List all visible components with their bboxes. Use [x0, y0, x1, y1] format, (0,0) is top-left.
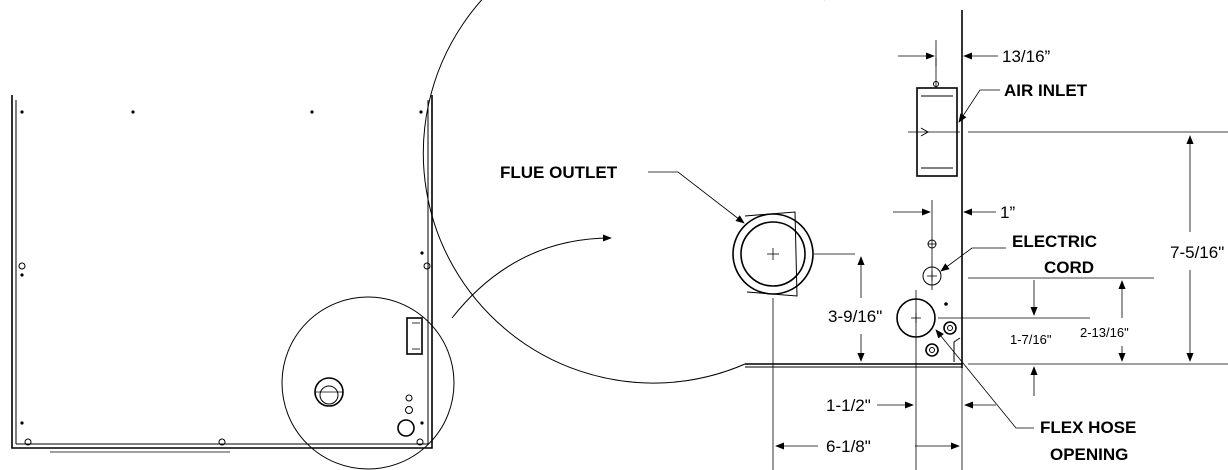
bracket — [953, 337, 961, 362]
flex-hose-opening — [896, 290, 936, 470]
svg-text:OPENING: OPENING — [1050, 445, 1128, 464]
mini-flex-hose — [397, 419, 415, 437]
detail-callout-circle — [281, 296, 455, 470]
panel-screw-dots — [20, 110, 424, 425]
label-flue-outlet: FLUE OUTLET — [500, 163, 745, 224]
label-flex-hose-opening: FLEX HOSE OPENING — [935, 329, 1136, 464]
dim-text-1: 1” — [1000, 203, 1015, 222]
detail-view: 13/16” 1” 7-5/16" 2-13/16" 1-7/1 — [422, 0, 1228, 470]
unit-back-panel — [11, 95, 433, 453]
dim-text-2-13-16: 2-13/16" — [1080, 325, 1129, 340]
mount-hole — [943, 321, 957, 335]
mini-hole — [405, 406, 413, 414]
dimension-13-16: 13/16” — [898, 40, 1051, 66]
svg-text:FLUE OUTLET: FLUE OUTLET — [500, 163, 618, 182]
mini-air-inlet — [406, 317, 423, 355]
dimension-1-1-2: 1-1/2" — [826, 396, 996, 415]
dim-text-6-1-8: 6-1/8" — [826, 437, 871, 456]
screw-dot — [944, 302, 948, 306]
mount-hole — [925, 343, 939, 357]
dimension-1-7-16: 1-7/16" — [938, 280, 1090, 396]
dim-text-1-7-16: 1-7/16" — [1010, 332, 1052, 347]
dim-text-13-16: 13/16” — [1002, 47, 1051, 66]
dimension-1-inch: 1” — [893, 203, 1015, 222]
dimension-2-13-16: 2-13/16" — [968, 277, 1154, 362]
label-electric-cord: ELECTRIC CORD — [940, 232, 1097, 277]
label-air-inlet: AIR INLET — [958, 81, 1088, 123]
svg-text:AIR INLET: AIR INLET — [1004, 81, 1088, 100]
svg-text:FLEX HOSE: FLEX HOSE — [1040, 418, 1136, 437]
dimension-7-5-16: 7-5/16" — [968, 131, 1228, 365]
mini-hole — [405, 394, 413, 402]
mini-flue-outlet — [314, 377, 344, 407]
dim-text-1-1-2: 1-1/2" — [826, 396, 871, 415]
svg-text:CORD: CORD — [1044, 258, 1094, 277]
svg-text:ELECTRIC: ELECTRIC — [1012, 232, 1097, 251]
dim-text-7-5-16: 7-5/16" — [1170, 243, 1224, 262]
electric-cord-opening — [922, 200, 942, 290]
air-inlet-opening — [908, 58, 960, 177]
dim-text-3-9-16: 3-9/16" — [828, 307, 882, 326]
flue-outlet-opening — [732, 211, 855, 470]
dimension-6-1-8: 6-1/8" — [775, 368, 963, 470]
detail-connector-arrow — [451, 234, 612, 319]
dimension-3-9-16: 3-9/16" — [828, 256, 882, 362]
detail-boundary-arc — [422, 0, 825, 384]
panel-mount-holes — [18, 262, 431, 446]
